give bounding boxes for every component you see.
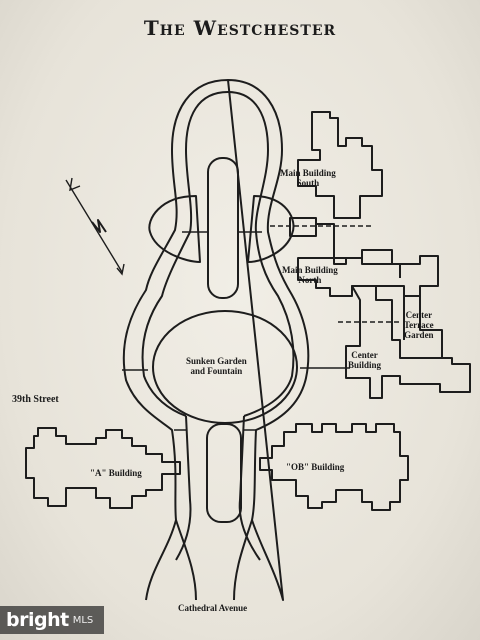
a-building-footprint	[25, 427, 181, 509]
label-39th-street: 39th Street	[12, 394, 59, 405]
north-arrow-icon	[65, 177, 125, 276]
label-center-terrace-garden: Center Terrace Garden	[404, 310, 434, 340]
label-a-building: "A" Building	[90, 468, 142, 478]
ob-building-footprint	[259, 423, 409, 511]
label-center-building: Center Building	[348, 350, 382, 370]
map-title: The Westchester	[143, 16, 337, 40]
bright-mls-watermark: bright MLS	[0, 606, 104, 634]
central-grounds-outline	[122, 79, 350, 601]
main-building-north-footprint	[297, 255, 439, 297]
main-building-south-footprint	[297, 111, 383, 219]
label-main-building-north: Main Building North	[282, 265, 338, 285]
label-sunken-garden: Sunken Garden and Fountain	[186, 356, 247, 376]
label-ob-building: "OB" Building	[286, 462, 345, 472]
label-main-building-south: Main Building South	[280, 168, 336, 188]
main-building-connector	[289, 217, 317, 237]
watermark-brand: bright	[6, 609, 69, 631]
label-cathedral-avenue: Cathedral Avenue	[178, 603, 248, 613]
center-building-footprint	[345, 285, 471, 399]
watermark-sub: MLS	[72, 614, 94, 626]
